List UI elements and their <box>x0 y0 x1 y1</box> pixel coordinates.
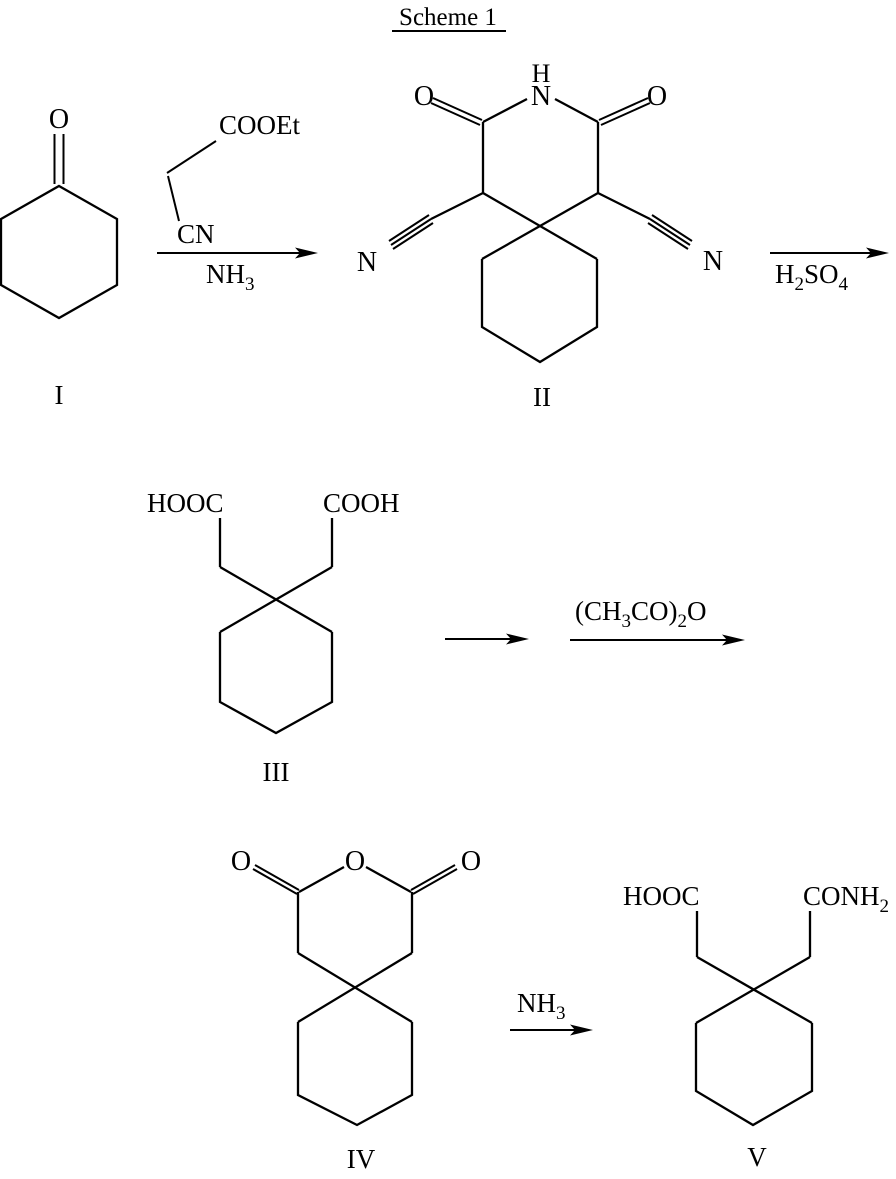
cooh-label: COOH <box>323 488 400 518</box>
carbonyl-oxygen-left-label: O <box>231 846 251 877</box>
h2so4-p2: SO <box>804 259 839 289</box>
cyclohexane-ring <box>296 1022 414 1127</box>
arm-bonds <box>695 911 813 1024</box>
compound-i-numeral: I <box>55 380 64 410</box>
reagent-ac2o-label: (CH3CO)2O <box>575 596 707 632</box>
cyclohexane-ring <box>480 259 599 364</box>
imide-nitrogen-label: N <box>531 81 551 112</box>
h2so4-p1: H <box>775 259 795 289</box>
carbonyl-double-bond <box>53 134 65 184</box>
compound-v: HOOC CONH2 V <box>623 881 889 1172</box>
nitrile-nitrogen-left-label: N <box>357 247 377 278</box>
imide-ring-bonds <box>481 97 600 193</box>
conh2-s1: 2 <box>880 896 890 917</box>
reagent-cooet-label: COOEt <box>219 110 300 140</box>
nitrile-right-bonds <box>597 191 693 250</box>
nh3-base: NH <box>517 988 556 1018</box>
carbonyl-double-bond-right <box>598 97 651 126</box>
nitrile-left-bonds <box>388 191 484 250</box>
reaction-arrow-4 <box>510 1024 593 1036</box>
carbonyl-double-bond-left <box>430 97 483 126</box>
carbonyl-oxygen-left-label: O <box>414 81 434 112</box>
ac2o-p1: (CH <box>575 596 622 626</box>
carbonyl-double-bond-right <box>410 864 458 895</box>
anhydride-ring-oxygen-label: O <box>345 846 365 877</box>
nh3-sub: 3 <box>245 274 255 295</box>
compound-iv-numeral: IV <box>347 1144 376 1174</box>
acetic-arm-bonds <box>218 518 334 633</box>
reaction-arrow-1 <box>157 247 318 259</box>
reaction-arrow-3a <box>445 633 529 645</box>
reagent-cn-label: CN <box>177 219 215 249</box>
cyclohexane-ring <box>694 1023 814 1127</box>
reaction-arrow-3b <box>570 634 745 646</box>
spiro-crossed-bonds <box>481 192 599 260</box>
step4-reaction: NH3 <box>510 988 593 1036</box>
carbonyl-double-bond-left <box>252 864 300 895</box>
compound-v-numeral: V <box>747 1142 767 1172</box>
nh3-sub: 3 <box>556 1003 566 1024</box>
anhydride-ring-bonds <box>296 865 414 953</box>
cyclohexane-ring <box>0 184 119 320</box>
reagent-h2so4-label: H2SO4 <box>775 259 849 295</box>
ac2o-p2: CO) <box>631 596 678 626</box>
ketone-oxygen-label: O <box>49 104 69 135</box>
hooc-label: HOOC <box>623 881 700 911</box>
ac2o-s2: 2 <box>678 611 688 632</box>
compound-ii: H N O O N <box>357 59 723 412</box>
step1-reaction: COOEt CN NH3 <box>157 110 318 295</box>
nitrile-nitrogen-right-label: N <box>703 246 723 277</box>
h2so4-s2: 4 <box>839 274 849 295</box>
conh2-p1: CONH <box>803 881 880 911</box>
reagent-nh3-label: NH3 <box>206 259 255 295</box>
spiro-crossed-bonds <box>297 952 413 1023</box>
compound-i: O I <box>0 104 119 410</box>
ac2o-s1: 3 <box>622 611 632 632</box>
compound-ii-numeral: II <box>533 382 551 412</box>
reagent-chain-bonds <box>166 140 217 222</box>
compound-iv: O O O IV <box>231 846 481 1174</box>
compound-iii-numeral: III <box>263 757 290 787</box>
scheme-title-text: Scheme 1 <box>399 4 497 31</box>
compound-iii: HOOC COOH III <box>147 488 400 787</box>
reagent-nh3-label: NH3 <box>517 988 566 1024</box>
step2-reaction: H2SO4 <box>770 247 889 295</box>
scheme-title: Scheme 1 <box>392 4 506 32</box>
cyclohexane-ring <box>218 632 334 735</box>
ac2o-p3: O <box>687 596 707 626</box>
conh2-label: CONH2 <box>803 881 889 917</box>
reaction-arrow-2 <box>770 247 889 259</box>
hooc-label: HOOC <box>147 488 224 518</box>
imide-hydrogen-label: H <box>532 59 551 88</box>
h2so4-s1: 2 <box>795 274 805 295</box>
carbonyl-oxygen-right-label: O <box>647 81 667 112</box>
nh3-base: NH <box>206 259 245 289</box>
step3-reaction: (CH3CO)2O <box>445 596 745 646</box>
carbonyl-oxygen-right-label: O <box>461 846 481 877</box>
